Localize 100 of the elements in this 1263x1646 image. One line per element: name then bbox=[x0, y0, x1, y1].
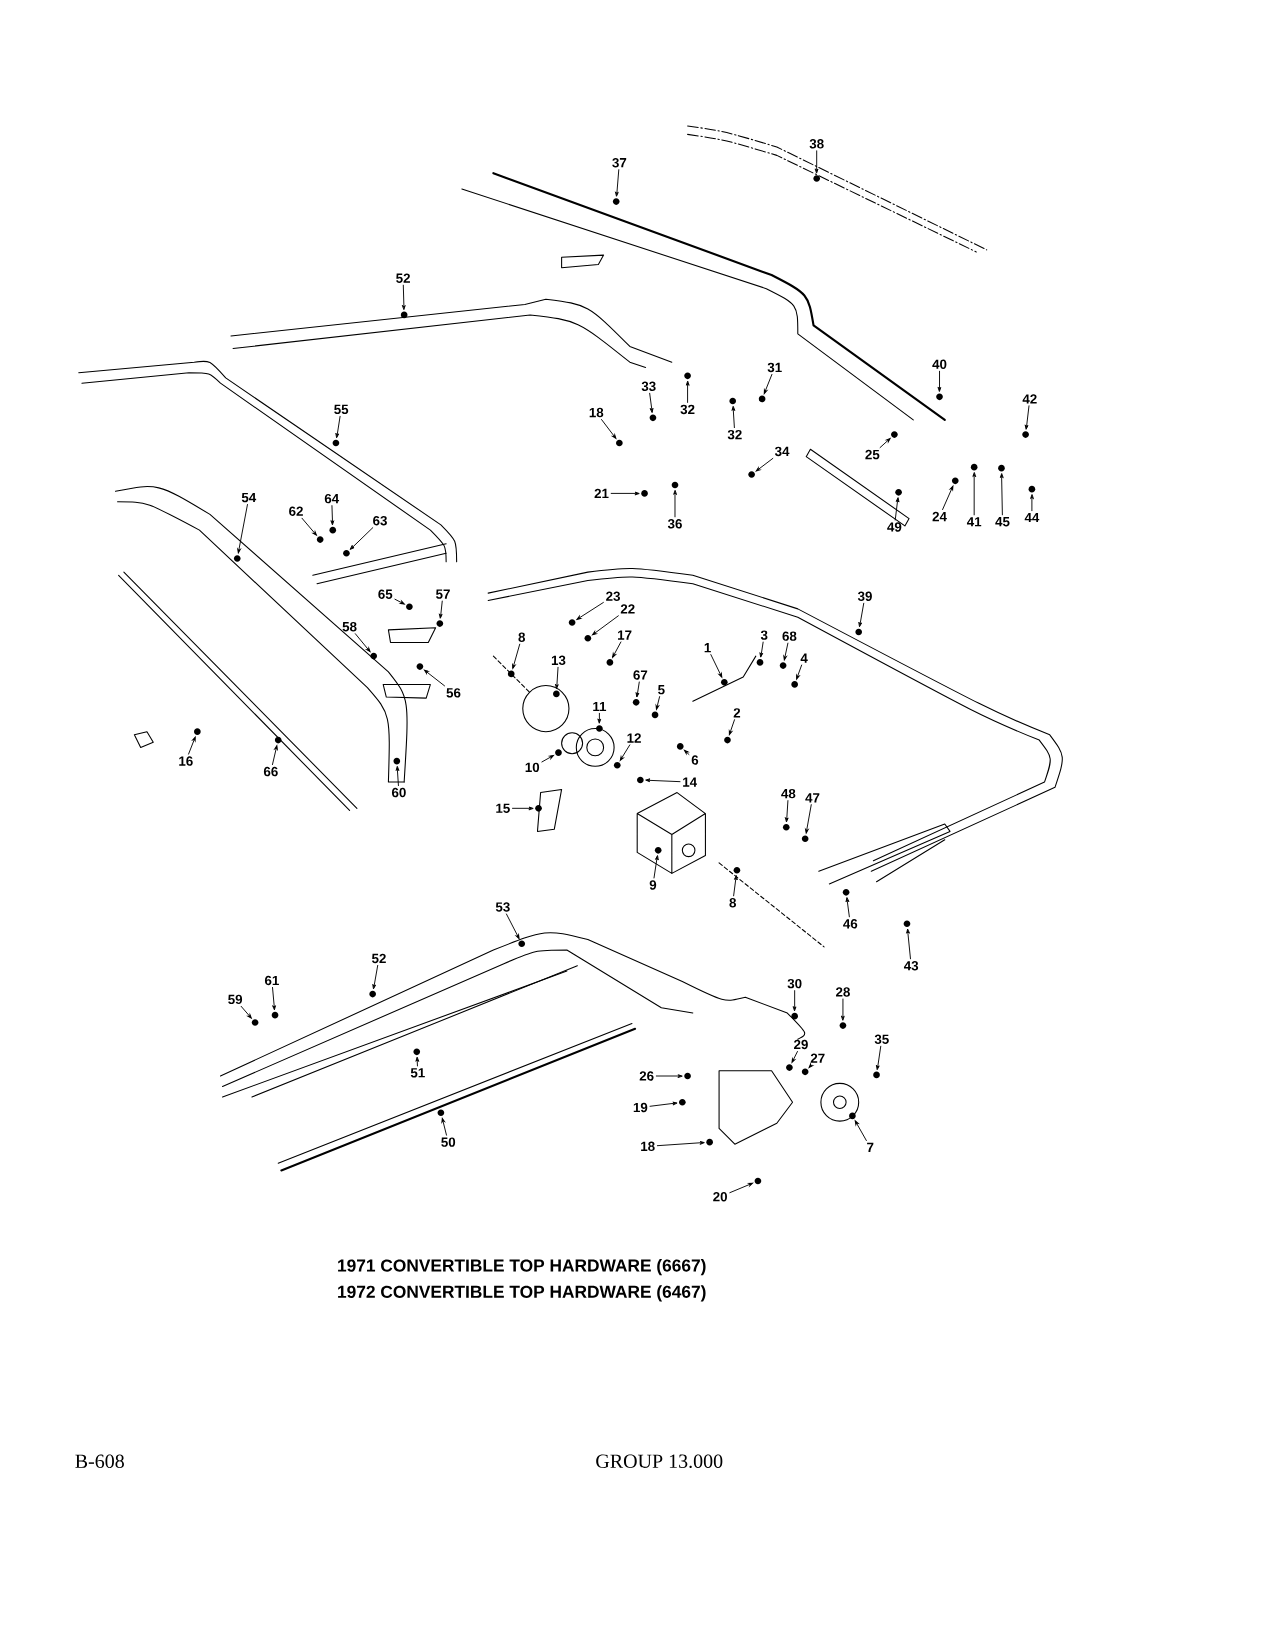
leader-line bbox=[350, 527, 374, 550]
callout-number: 40 bbox=[932, 359, 947, 369]
callout-number: 29 bbox=[794, 1039, 808, 1050]
leader-line bbox=[999, 473, 1004, 516]
leader-line bbox=[615, 169, 620, 197]
callout-number: 64 bbox=[324, 493, 340, 504]
callout-number: 36 bbox=[667, 519, 682, 529]
callout-number: 38 bbox=[809, 139, 824, 149]
callout-number: 17 bbox=[618, 630, 632, 640]
callout-number: 35 bbox=[874, 1034, 889, 1044]
callout-number: 43 bbox=[904, 961, 919, 971]
leader-line bbox=[597, 712, 602, 724]
leader-line bbox=[237, 504, 249, 554]
leader-line bbox=[729, 1182, 754, 1194]
callout-number: 28 bbox=[836, 987, 851, 997]
callout-number: 21 bbox=[594, 488, 609, 499]
callout-number: 8 bbox=[518, 632, 526, 642]
callout-number: 25 bbox=[865, 449, 880, 460]
leader-line bbox=[685, 381, 690, 403]
callout-number: 44 bbox=[1024, 512, 1040, 523]
callout-number: 23 bbox=[606, 591, 621, 601]
leader-line bbox=[858, 602, 865, 627]
callout-number: 27 bbox=[810, 1053, 825, 1063]
callout-number: 61 bbox=[265, 975, 279, 986]
callout-number: 13 bbox=[551, 655, 566, 666]
leader-line bbox=[783, 642, 789, 661]
leader-line bbox=[684, 749, 690, 755]
leader-line bbox=[395, 766, 400, 787]
callout-number: 55 bbox=[334, 404, 349, 415]
callout-number: 2 bbox=[733, 708, 741, 718]
caption-line: 1972 CONVERTIBLE TOP HARDWARE (6467) bbox=[338, 1285, 706, 1302]
leader-line bbox=[759, 641, 764, 658]
callout-number: 30 bbox=[787, 978, 802, 989]
leader-line bbox=[710, 654, 723, 678]
callout-number: 66 bbox=[264, 766, 278, 777]
leader-line bbox=[610, 491, 640, 496]
leader-line bbox=[645, 778, 681, 783]
leader-line bbox=[763, 373, 773, 395]
leader-line bbox=[330, 505, 335, 525]
leader-line bbox=[188, 736, 196, 755]
leader-line bbox=[673, 490, 677, 518]
caption-line: 1971 CONVERTIBLE TOP HARDWARE (6667) bbox=[338, 1258, 706, 1276]
leader-line bbox=[272, 745, 278, 766]
leader-line bbox=[937, 370, 942, 392]
callout-number: 33 bbox=[641, 381, 656, 392]
callout-number: 39 bbox=[857, 591, 872, 601]
leader-line bbox=[841, 998, 845, 1021]
callout-number: 16 bbox=[179, 756, 193, 766]
callout-number: 48 bbox=[781, 788, 796, 799]
leader-line bbox=[792, 990, 797, 1011]
leader-line bbox=[876, 1045, 882, 1070]
callout-number: 37 bbox=[612, 158, 627, 168]
callout-number: 67 bbox=[633, 670, 648, 680]
leader-line bbox=[272, 987, 277, 1010]
callout-number: 1 bbox=[704, 643, 711, 653]
callout-number: 32 bbox=[727, 429, 742, 440]
callout-number: 8 bbox=[729, 898, 737, 908]
callout-number: 5 bbox=[658, 685, 665, 695]
leader-line bbox=[906, 928, 912, 960]
leader-line bbox=[415, 1057, 420, 1067]
callout-number: 63 bbox=[373, 515, 387, 526]
callout-number: 3 bbox=[760, 630, 768, 640]
callout-number: 11 bbox=[593, 701, 607, 712]
page-footer: GROUP 13.000 bbox=[596, 1454, 723, 1469]
callout-number: 45 bbox=[995, 517, 1010, 527]
leader-line bbox=[805, 804, 812, 834]
leader-line bbox=[728, 719, 736, 736]
leader-line bbox=[335, 415, 341, 438]
leader-line bbox=[655, 1074, 683, 1078]
leader-line bbox=[441, 1117, 448, 1136]
callout-number: 10 bbox=[525, 762, 540, 773]
leader-line bbox=[808, 1063, 813, 1069]
callout-number: 54 bbox=[241, 492, 257, 503]
leader-line bbox=[619, 744, 631, 761]
callout-number: 9 bbox=[649, 880, 657, 890]
callout-number: 50 bbox=[441, 1137, 456, 1147]
leader-line bbox=[506, 913, 520, 940]
leader-line bbox=[635, 681, 640, 698]
callout-number: 19 bbox=[633, 1102, 648, 1113]
callout-number: 26 bbox=[639, 1071, 654, 1081]
callout-number: 56 bbox=[446, 688, 461, 698]
leader-line bbox=[649, 1101, 678, 1107]
leader-line bbox=[354, 633, 371, 653]
leader-line bbox=[592, 615, 619, 636]
leader-line bbox=[796, 664, 803, 680]
callout-number: 59 bbox=[228, 994, 243, 1005]
leader-line bbox=[879, 437, 891, 449]
leader-line bbox=[601, 419, 617, 439]
callout-number: 34 bbox=[775, 446, 790, 457]
leader-line bbox=[815, 150, 819, 174]
leader-line bbox=[972, 472, 976, 516]
callout-number: 6 bbox=[691, 755, 699, 765]
leader-line bbox=[854, 1120, 867, 1141]
leader-line bbox=[402, 284, 406, 310]
leader-line bbox=[512, 806, 534, 811]
leader-line bbox=[541, 755, 555, 763]
callout-number: 52 bbox=[372, 953, 386, 964]
leader-line bbox=[845, 897, 850, 918]
callout-number: 46 bbox=[843, 919, 858, 929]
leader-line bbox=[785, 800, 789, 822]
